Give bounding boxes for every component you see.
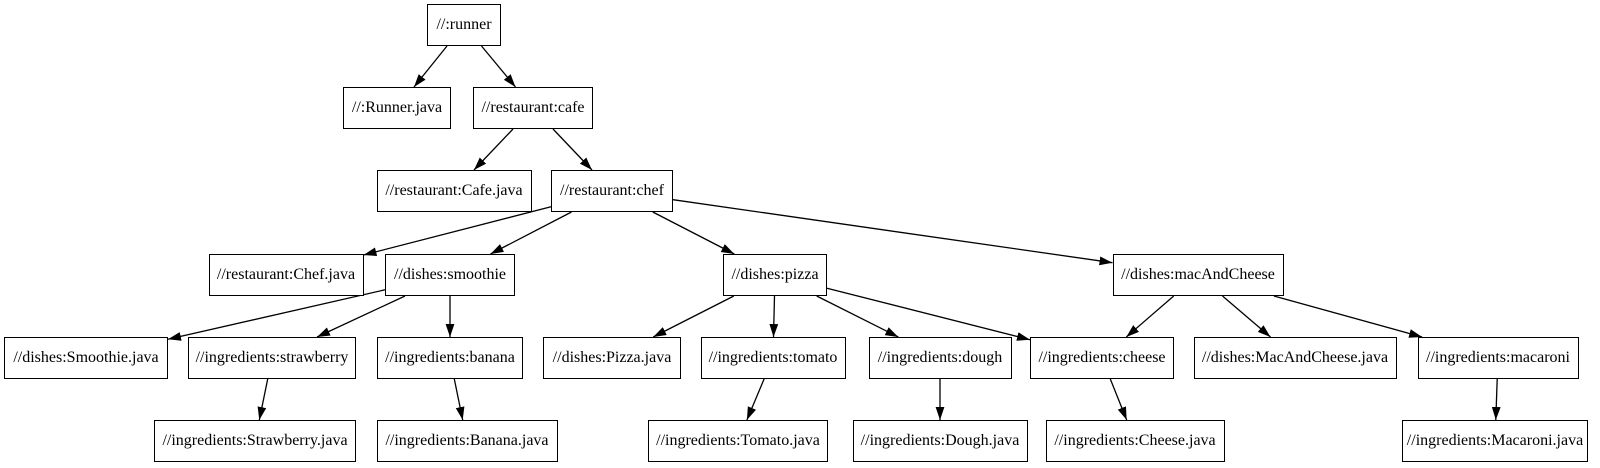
graph-edge-pizza-to-dough (816, 295, 899, 338)
graph-node-strawberry: //ingredients:strawberry (188, 337, 356, 379)
graph-edge-runner-to-runner-java (413, 45, 448, 88)
graph-edge-cafe-to-chef (552, 128, 593, 171)
graph-edge-smoothie-to-smoothie-java (167, 289, 386, 341)
graph-edge-mac-and-cheese-to-macaroni (1273, 295, 1423, 338)
graph-node-strawberry-java: //ingredients:Strawberry.java (154, 420, 356, 462)
graph-edge-cafe-to-cafe-java (473, 128, 514, 171)
graph-edge-smoothie-to-strawberry (316, 295, 406, 338)
graph-node-chef-java: //restaurant:Chef.java (208, 254, 364, 296)
graph-edge-pizza-to-tomato (769, 295, 779, 338)
graph-node-mac-and-cheese: //dishes:macAndCheese (1112, 254, 1284, 296)
graph-node-banana: //ingredients:banana (377, 337, 523, 379)
graph-edge-strawberry-to-strawberry-java (257, 378, 269, 421)
graph-node-cheese-java: //ingredients:Cheese.java (1045, 420, 1225, 462)
graph-node-pizza-java: //dishes:Pizza.java (543, 337, 681, 379)
graph-edge-macaroni-to-macaroni-java (1491, 378, 1501, 421)
graph-node-macaroni: //ingredients:macaroni (1417, 337, 1579, 379)
graph-node-tomato: //ingredients:tomato (700, 337, 846, 379)
graph-node-cheese: //ingredients:cheese (1030, 337, 1174, 379)
graph-node-chef: //restaurant:chef (551, 170, 673, 212)
graph-node-dough-java: //ingredients:Dough.java (852, 420, 1028, 462)
graph-node-smoothie: //dishes:smoothie (385, 254, 515, 296)
graph-edge-mac-and-cheese-to-mac-and-cheese-java (1222, 295, 1271, 338)
graph-node-cafe: //restaurant:cafe (473, 87, 593, 129)
graph-node-dough: //ingredients:dough (868, 337, 1012, 379)
graph-edge-pizza-to-pizza-java (652, 295, 735, 338)
graph-node-cafe-java: //restaurant:Cafe.java (376, 170, 532, 212)
graph-edge-chef-to-smoothie (490, 211, 572, 255)
graph-edge-chef-to-chef-java (363, 206, 552, 257)
graph-edge-banana-to-banana-java (453, 378, 465, 421)
graph-node-mac-and-cheese-java: //dishes:MacAndCheese.java (1193, 337, 1397, 379)
graph-edge-runner-to-cafe (480, 45, 517, 88)
graph-edge-chef-to-pizza (652, 211, 735, 255)
graph-edge-chef-to-mac-and-cheese (672, 199, 1113, 266)
graph-node-banana-java: //ingredients:Banana.java (376, 420, 558, 462)
graph-node-runner: //:runner (427, 4, 501, 46)
graph-node-pizza: //dishes:pizza (723, 254, 827, 296)
graph-edge-mac-and-cheese-to-cheese (1125, 295, 1175, 338)
graph-node-macaroni-java: //ingredients:Macaroni.java (1402, 420, 1588, 462)
graph-edge-pizza-to-cheese (826, 287, 1031, 341)
graph-node-tomato-java: //ingredients:Tomato.java (648, 420, 828, 462)
graph-edge-cheese-to-cheese-java (1109, 378, 1128, 421)
graph-edge-tomato-to-tomato-java (746, 378, 765, 421)
graph-node-smoothie-java: //dishes:Smoothie.java (4, 337, 168, 379)
graph-node-runner-java: //:Runner.java (343, 87, 451, 129)
